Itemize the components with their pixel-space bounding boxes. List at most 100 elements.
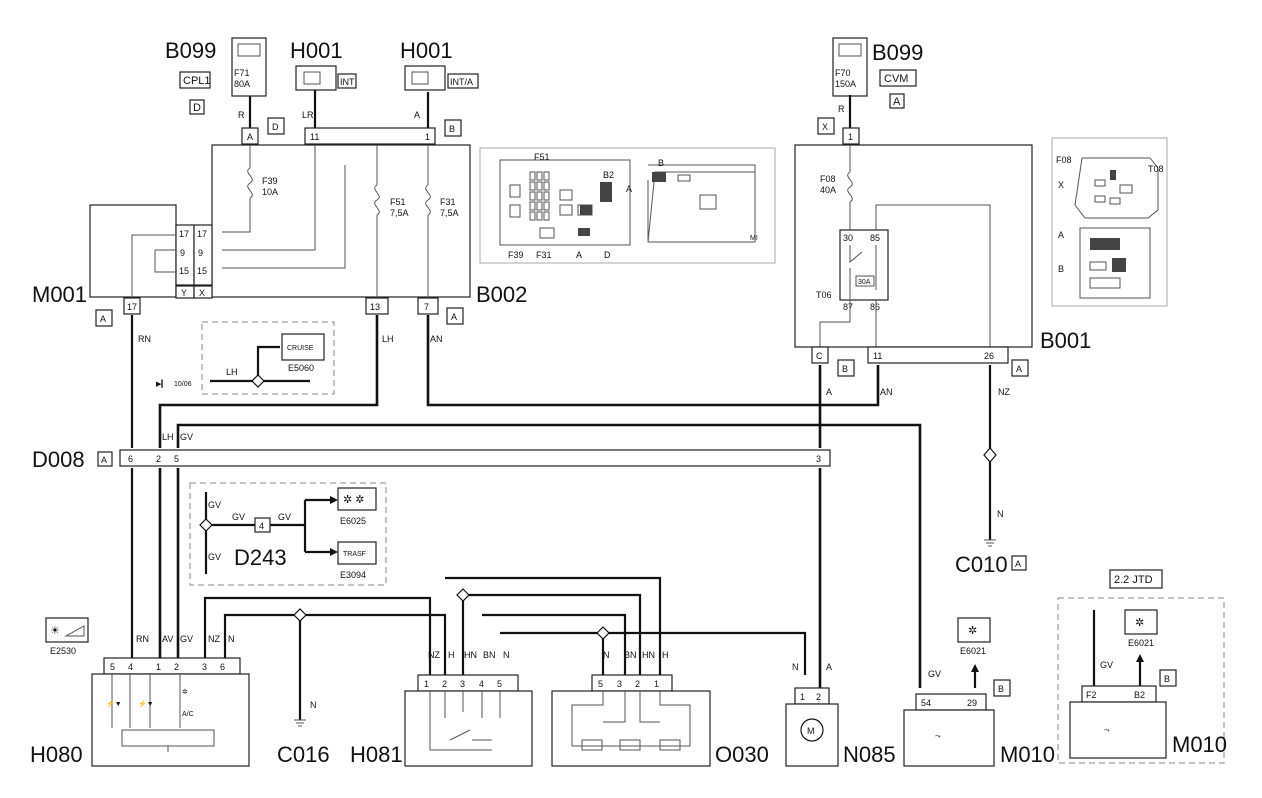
- c010-pin-a-box: [1011, 555, 1027, 571]
- h081-pin-5: 5: [497, 679, 502, 689]
- h080-pin-3: 3: [202, 662, 207, 672]
- int-box: [337, 73, 357, 89]
- cpl1-box: [179, 71, 211, 89]
- h080: ☀ E2530 5 4 1 2 3 6 ⚡▼ ⚡▼ ✲ A/C H080 RN …: [30, 617, 250, 767]
- o030-wire-hn: HN: [642, 650, 655, 660]
- d-hatched: [578, 228, 590, 236]
- b001-pin-c: C: [816, 351, 823, 361]
- gv-d1: GV: [208, 500, 221, 510]
- m010-b-label: M010: [1172, 732, 1227, 757]
- resistor-3: [659, 739, 681, 751]
- relay-pin-86: 86: [870, 302, 880, 312]
- m001-pin-15a: 15: [179, 266, 189, 276]
- battery-icon: [838, 43, 862, 57]
- f31-label: F31: [440, 197, 456, 207]
- wire-r1-label: R: [238, 110, 245, 120]
- d008-pin-a-box: [97, 451, 113, 467]
- gear-icon: ✲: [968, 625, 977, 637]
- e6025-box: [337, 487, 377, 511]
- m001-pin-a: A: [100, 314, 106, 324]
- h081-pin-2: 2: [442, 679, 447, 689]
- h081-pin-4: 4: [479, 679, 484, 689]
- b001-pin-11: 11: [873, 351, 882, 361]
- h081-wire-nz: NZ: [428, 650, 440, 660]
- e2530-box: [45, 617, 89, 643]
- inset-b2: B2: [603, 170, 614, 180]
- gv-d2: GV: [232, 512, 245, 522]
- wire-r2-label: R: [838, 104, 845, 114]
- ref-label: 10/06: [174, 381, 192, 388]
- gv-d3: GV: [278, 512, 291, 522]
- m001-pin-y: Y: [181, 288, 187, 298]
- inset-b-hatched-2: [1112, 258, 1126, 272]
- b2-hatched: [600, 182, 612, 202]
- b002-pin-b: [444, 119, 462, 137]
- b002-pin-b-label: B: [449, 124, 455, 134]
- wire-n-c016: [223, 613, 302, 720]
- t06-relay-box: [839, 229, 889, 301]
- ground-icon: [294, 719, 306, 727]
- arrow-up-icon: [1136, 654, 1144, 662]
- d243-pin-box: [254, 517, 271, 533]
- fusebox-inset-left: F51 B2 A F39 F31 A D B MI: [479, 147, 776, 264]
- splice-icon: [293, 608, 307, 622]
- f70-label: F70: [835, 68, 851, 78]
- f08-hatched: [1110, 170, 1116, 180]
- cruise-dashed-frame: [201, 321, 335, 395]
- fan-icon: ✲: [182, 688, 188, 696]
- o030-pin-2: 2: [635, 679, 640, 689]
- lh-cruise-label: LH: [226, 367, 238, 377]
- o030-wire-n: N: [603, 650, 610, 660]
- b002-pin-d: [267, 117, 285, 135]
- relay-pin-87: 87: [843, 302, 853, 312]
- o030-box: [551, 690, 711, 767]
- ground-icon: [984, 539, 996, 547]
- d243-wires: [204, 492, 330, 574]
- n085-pin-2: 2: [816, 692, 821, 702]
- e6021-a-box: [957, 617, 991, 643]
- ramp-icon: [64, 625, 85, 637]
- h081-pin-3: 3: [460, 679, 465, 689]
- h081-box: [404, 690, 533, 767]
- relay-pin-85: 85: [870, 233, 880, 243]
- led-icon: ⚡▼: [106, 699, 122, 708]
- f39-rating: 10A: [262, 187, 278, 197]
- h001-int-box: [295, 65, 337, 91]
- wire-n2: N: [228, 634, 235, 644]
- f51-label: F51: [390, 197, 406, 207]
- h081-pin-1: 1: [424, 679, 429, 689]
- inset-b: B: [658, 158, 664, 168]
- fusebox-inset-right: F08 T08 X A B: [1051, 137, 1168, 307]
- d008-pin-3: 3: [816, 454, 821, 464]
- m001-internal: [131, 234, 176, 298]
- h001-int: H001 INT LR: [290, 38, 357, 120]
- inset-f51: F51: [534, 152, 550, 162]
- splice-icon: [983, 447, 997, 463]
- t06-label: T06: [816, 290, 832, 300]
- b001-connector: [867, 346, 1009, 364]
- d008: D008 A 6 2 5 3 LH GV: [32, 432, 831, 472]
- gv-d4: GV: [208, 552, 221, 562]
- m001-pin-15b: 15: [197, 266, 207, 276]
- inset-f08: F08: [1056, 155, 1072, 165]
- m001-pin-9b: 9: [198, 248, 203, 258]
- lh-gv-lh: LH: [162, 432, 174, 442]
- wire-av: AV: [162, 634, 173, 644]
- b001-pin-b-box: [837, 359, 855, 377]
- m010b-pin-b-box: [1159, 669, 1177, 687]
- inset-frame: [479, 147, 776, 264]
- m010b-pin-f2: F2: [1086, 690, 1097, 700]
- cruise-label: CRUISE: [287, 345, 314, 352]
- wire-a2-label: A: [826, 387, 832, 397]
- e6021-b-label: E6021: [1128, 638, 1154, 648]
- f31-rating: 7,5A: [440, 208, 459, 218]
- b001-pin-a: A: [1016, 364, 1022, 374]
- h081: 1 2 3 4 5 H081 NZ H HN BN N: [350, 588, 533, 767]
- m010-a: ✲ E6021 54 29 B ⤳ M010 GV: [903, 617, 1055, 767]
- e6021-a-label: E6021: [960, 646, 986, 656]
- b001-box: [794, 144, 1033, 348]
- m010-pin-b: B: [998, 684, 1004, 694]
- o030-connector: [591, 674, 673, 692]
- sun-icon: ☀: [50, 625, 60, 637]
- trasf-box: [337, 541, 377, 565]
